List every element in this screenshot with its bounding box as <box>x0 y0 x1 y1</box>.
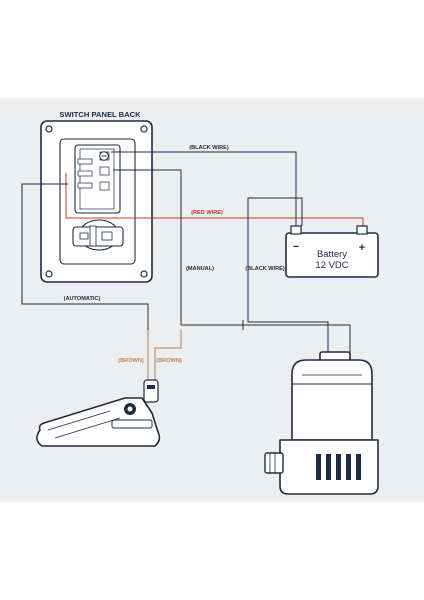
panel-screw-icon <box>45 270 53 278</box>
manual-wire <box>113 169 182 325</box>
red-wire-label: (RED WIRE) <box>191 210 223 216</box>
battery-positive-terminal-icon: + <box>359 242 365 254</box>
automatic-wire <box>21 183 149 325</box>
switch-panel <box>40 120 153 283</box>
brown-wire-left-label: (BROWN) <box>118 358 144 364</box>
black-wire-top-label: (BLACK WIRE) <box>189 145 229 151</box>
pump-grille-icon <box>316 454 361 480</box>
black-wire-side <box>247 197 329 357</box>
panel-screw-icon <box>45 125 53 133</box>
rocker-switch <box>74 144 121 214</box>
battery-name: Battery <box>317 249 347 260</box>
black-wire-side-label: (BLACK WIRE) <box>245 266 285 272</box>
switch-panel-title: SWITCH PANEL BACK <box>59 110 141 119</box>
brown-wire-right <box>154 330 182 390</box>
red-wire <box>65 173 364 232</box>
manual-wire-label: (MANUAL) <box>186 266 214 272</box>
battery: − + Battery 12 VDC <box>285 225 379 278</box>
panel-screw-icon <box>140 270 148 278</box>
bilge-pump <box>264 351 379 495</box>
panel-screw-icon <box>140 125 148 133</box>
pump-feed-wire <box>181 324 351 357</box>
float-switch <box>36 379 161 447</box>
battery-voltage: 12 VDC <box>315 260 348 271</box>
automatic-wire-label: (AUTOMATIC) <box>64 296 101 302</box>
black-wire-top <box>111 151 297 226</box>
brown-wire-right-label: (BROWN) <box>156 358 182 364</box>
battery-negative-terminal-icon: − <box>293 241 299 253</box>
